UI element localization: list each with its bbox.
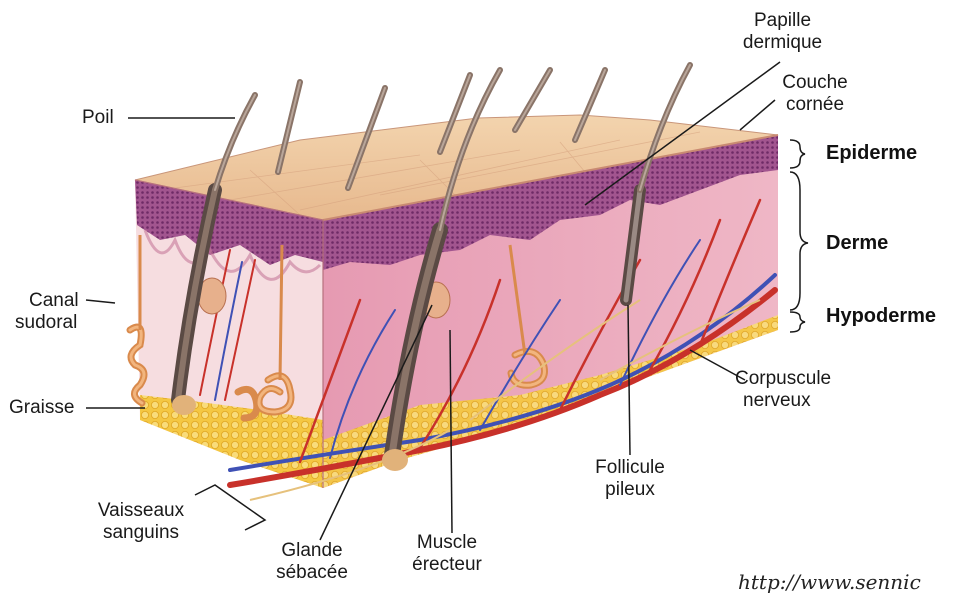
- brace-hypoderme: [790, 312, 805, 332]
- label-canal-line1: Canal: [15, 290, 79, 312]
- leader-couche: [740, 100, 775, 130]
- label-muscle-erecteur: Muscle érecteur: [397, 532, 497, 576]
- brace-derme: [790, 172, 808, 310]
- label-graisse: Graisse: [9, 397, 74, 419]
- label-poil: Poil: [82, 107, 114, 129]
- label-glande-sebacee: Glande sébacée: [262, 540, 362, 584]
- label-canal-line2: sudoral: [15, 312, 79, 334]
- label-follicule-line1: Follicule: [580, 457, 680, 479]
- layer-label-epiderme: Epiderme: [826, 142, 917, 165]
- label-papille-line2: dermique: [735, 32, 830, 54]
- label-couche-line2: cornée: [775, 94, 855, 116]
- source-url: http://www.sennic: [738, 570, 921, 594]
- label-corpuscule-nerveux: Corpuscule nerveux: [735, 368, 831, 412]
- layer-braces: [790, 140, 808, 332]
- label-corpuscule-line2: nerveux: [735, 390, 831, 412]
- label-canal-sudoral: Canal sudoral: [15, 290, 79, 334]
- layer-label-hypoderme: Hypoderme: [826, 305, 936, 328]
- brace-epiderme: [790, 140, 805, 168]
- label-glande-line1: Glande: [262, 540, 362, 562]
- label-papille-line1: Papille: [735, 10, 830, 32]
- leader-canal: [86, 300, 115, 303]
- label-muscle-line1: Muscle: [397, 532, 497, 554]
- label-glande-line2: sébacée: [262, 562, 362, 584]
- label-follicule-pileux: Follicule pileux: [580, 457, 680, 501]
- leader-vaisseaux: [195, 485, 265, 530]
- label-papille-dermique: Papille dermique: [735, 10, 830, 54]
- label-couche-line1: Couche: [775, 72, 855, 94]
- layer-label-derme: Derme: [826, 232, 888, 255]
- label-couche-cornee: Couche cornée: [775, 72, 855, 116]
- label-vaisseaux-line2: sanguins: [85, 522, 197, 544]
- label-corpuscule-line1: Corpuscule: [735, 368, 831, 390]
- label-muscle-line2: érecteur: [397, 554, 497, 576]
- label-follicule-line2: pileux: [580, 479, 680, 501]
- label-vaisseaux-line1: Vaisseaux: [85, 500, 197, 522]
- label-vaisseaux-sanguins: Vaisseaux sanguins: [85, 500, 197, 544]
- skin-block: [130, 65, 778, 500]
